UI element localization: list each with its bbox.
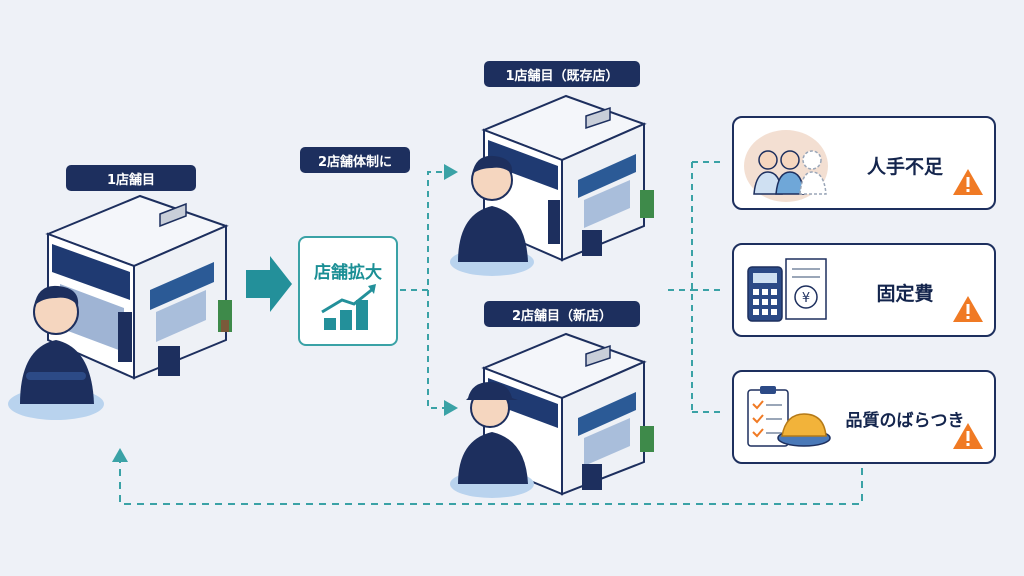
worried-staff-new-icon: [450, 382, 534, 498]
owner-person-icon: [8, 285, 104, 420]
main-arrow: [246, 256, 292, 312]
staff-shortage-icon: [744, 130, 828, 202]
issue-card-staff-shortage: 人手不足: [732, 116, 996, 210]
warning-icon: [953, 423, 983, 449]
worried-staff-existing-icon: [450, 155, 534, 276]
storefront-existing-icon: [481, 94, 654, 262]
two-store-system-label: 2店舗体制に: [317, 154, 393, 170]
issue-card-quality-variance: 品質のばらつき: [732, 370, 996, 464]
expansion-box: 店舗拡大: [298, 236, 398, 346]
growth-chart-icon: [321, 284, 376, 330]
issues-connector: [668, 161, 724, 413]
checklist-food-icon: [747, 386, 831, 447]
warning-icon: [953, 169, 983, 195]
issue-label-quality-variance: 品質のばらつき: [845, 411, 965, 431]
calculator-bill-icon: ¥: [747, 258, 827, 322]
issue-label-staff-shortage: 人手不足: [866, 156, 943, 178]
two-store-system-tag: 2店舗体制に: [300, 147, 410, 173]
store-new-label: 2店舗目（新店）: [511, 308, 613, 324]
store-existing-label: 1店舗目（既存店）: [505, 68, 619, 84]
store-one-tag: 1店舗目: [66, 165, 196, 191]
issue-label-fixed-costs: 固定費: [876, 283, 934, 305]
storefront-icon: [45, 194, 232, 380]
store-one-label: 1店舗目: [106, 172, 156, 188]
expansion-title: 店舗拡大: [314, 263, 382, 283]
store-new-tag: 2店舗目（新店）: [484, 301, 640, 327]
svg-text:¥: ¥: [802, 291, 810, 306]
store-existing-tag: 1店舗目（既存店）: [484, 61, 640, 87]
warning-icon: [953, 296, 983, 322]
branch-connector: [400, 164, 458, 291]
issue-card-fixed-costs: ¥ 固定費: [732, 243, 996, 337]
feedback-loop: [112, 448, 863, 505]
